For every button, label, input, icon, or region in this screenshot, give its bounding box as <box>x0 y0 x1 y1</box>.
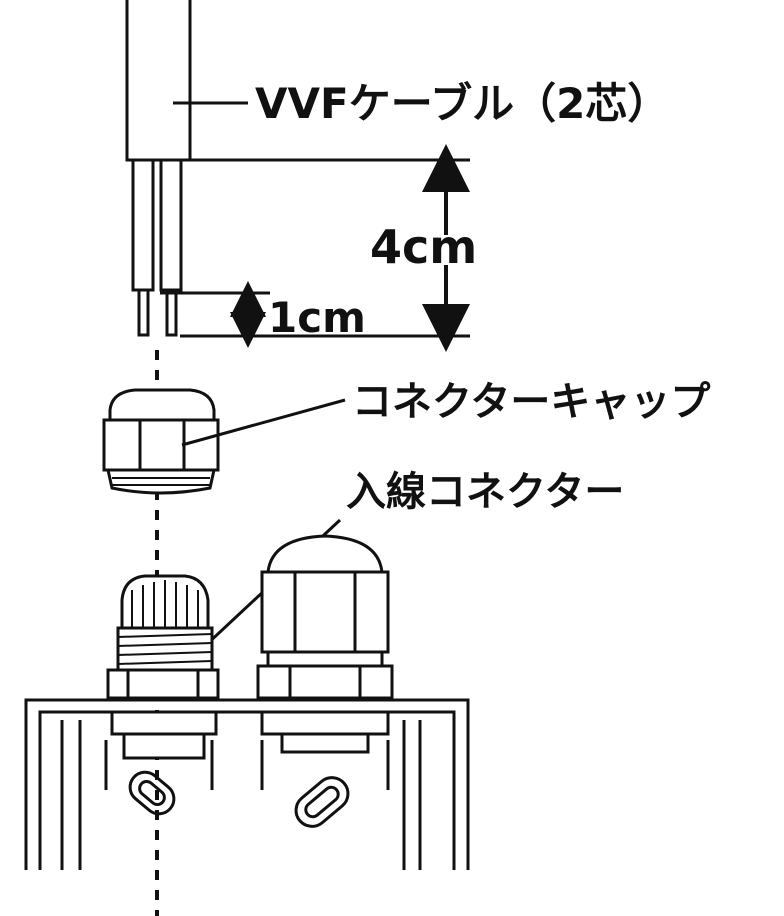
connector-cap <box>102 388 220 495</box>
dimension-label-4cm: 4cm <box>370 220 477 274</box>
cable-gland-right <box>256 534 394 700</box>
inlet-connector <box>106 574 220 700</box>
vvf-cable <box>125 0 192 337</box>
cap-leader <box>181 398 346 447</box>
cap-label: コネクターキャップ <box>352 379 710 425</box>
dimension-label-1cm: 1cm <box>268 293 366 342</box>
connector-label: 入線コネクター <box>346 469 624 515</box>
cable-label: VVFケーブル（2芯） <box>255 79 669 128</box>
junction-box <box>24 698 470 870</box>
